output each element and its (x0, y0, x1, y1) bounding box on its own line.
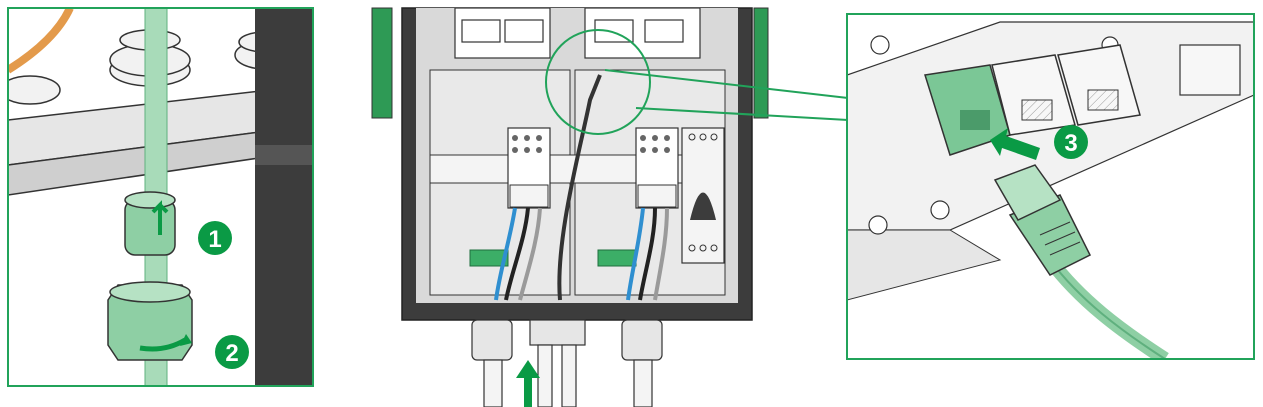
step-number-1: 1 (208, 226, 221, 253)
right-panel-frame (846, 13, 1255, 360)
center-enclosure (371, 7, 769, 407)
step-badge-3: 3 (1054, 125, 1088, 159)
top-brackets (454, 7, 701, 59)
rj45-port-green (924, 64, 1011, 156)
orange-cable (8, 8, 74, 74)
network-cable (557, 74, 602, 301)
rj45-plug (993, 164, 1169, 359)
terminal-block-right (635, 127, 679, 209)
right-detail-panel: 3 (846, 13, 1255, 360)
green-connector-right (597, 249, 637, 267)
left-detail-panel: 1 2 (7, 7, 314, 387)
insert-arrow-icon (990, 128, 1040, 160)
zoom-callout-circle (545, 29, 651, 135)
up-arrow-icon (516, 360, 540, 407)
green-connector-left (469, 249, 509, 267)
enclosure-left-flap (371, 7, 393, 119)
bottom-cable-glands (471, 319, 663, 407)
rj45-port-2 (991, 54, 1076, 136)
housing-post (255, 8, 313, 386)
step-badge-2: 2 (215, 335, 249, 369)
callout-line-bottom (635, 107, 849, 121)
terminal-block-left (507, 127, 551, 209)
up-arrow-icon (151, 200, 169, 235)
green-gland-nut (107, 281, 193, 361)
rj45-port-3 (1057, 44, 1141, 126)
left-panel-frame (7, 7, 314, 387)
green-gland-sleeve (124, 191, 176, 256)
callout-line-top (604, 69, 849, 99)
rotate-arrow-icon (139, 337, 187, 352)
communication-module (681, 127, 725, 264)
step-badge-1: 1 (198, 221, 232, 255)
step-number-3: 3 (1064, 130, 1077, 157)
enclosure-right-flap (753, 7, 769, 119)
wiring (494, 207, 669, 301)
step-number-2: 2 (225, 340, 238, 367)
